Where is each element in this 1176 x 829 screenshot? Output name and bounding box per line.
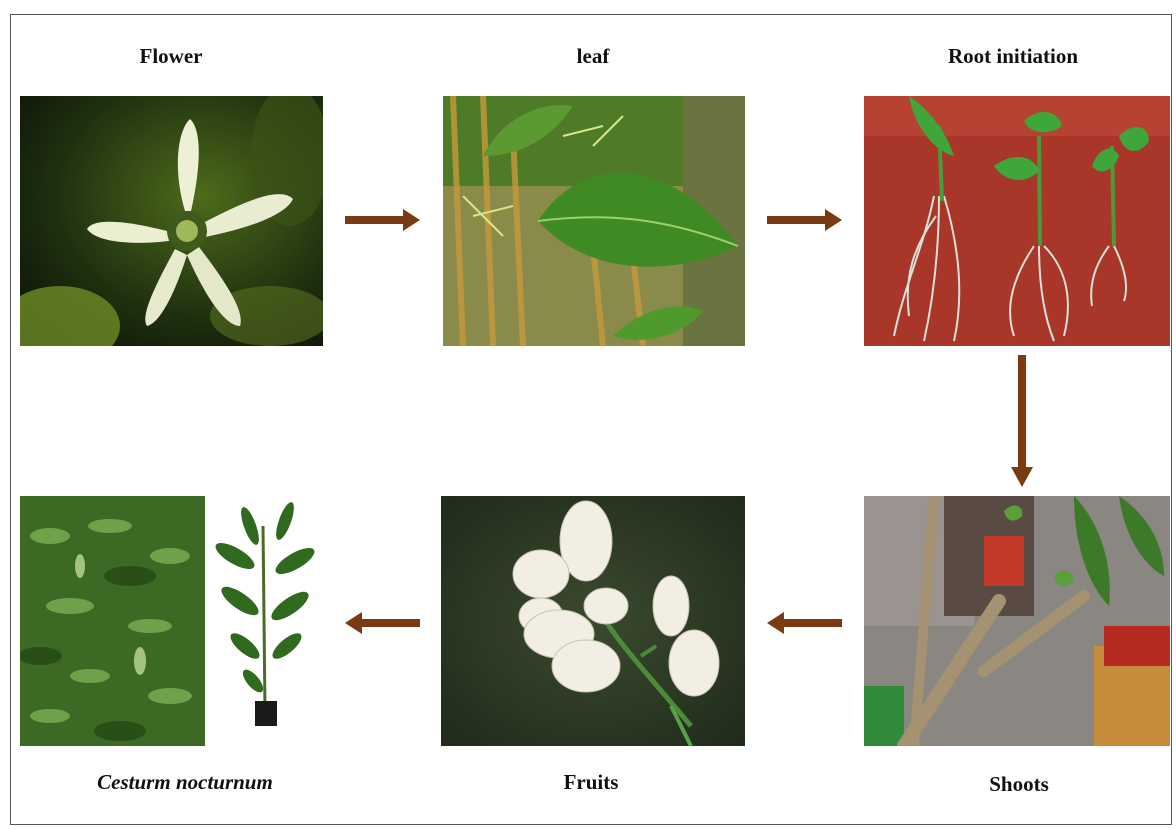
species-bush-photo xyxy=(20,496,205,746)
arrow-root-to-shoots xyxy=(1009,355,1035,487)
arrow-fruits-to-species xyxy=(345,610,420,636)
label-root-initiation: Root initiation xyxy=(913,44,1113,69)
arrow-flower-to-leaf xyxy=(345,207,420,233)
shoots-photo xyxy=(864,496,1170,746)
arrow-leaf-to-root xyxy=(767,207,842,233)
label-species: Cesturm nocturnum xyxy=(60,770,310,795)
arrow-shoots-to-fruits xyxy=(767,610,842,636)
label-shoots: Shoots xyxy=(944,772,1094,797)
leaf-photo xyxy=(443,96,745,346)
species-potted-plant-photo xyxy=(205,496,323,746)
flower-photo xyxy=(20,96,323,346)
label-fruits: Fruits xyxy=(516,770,666,795)
fruits-photo xyxy=(441,496,745,746)
label-flower: Flower xyxy=(96,44,246,69)
label-leaf: leaf xyxy=(518,44,668,69)
root-initiation-photo xyxy=(864,96,1170,346)
